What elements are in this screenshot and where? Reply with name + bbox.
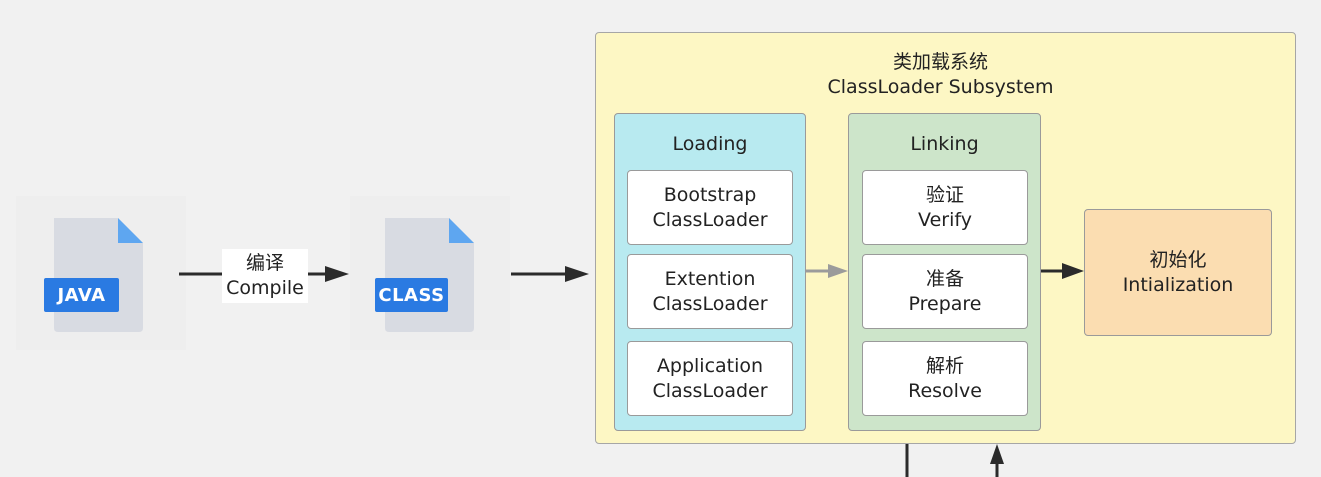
compile-label: 编译 Compile <box>222 249 308 303</box>
compile-label-en: Compile <box>226 277 304 299</box>
compile-label-cn: 编译 <box>245 252 284 274</box>
resolve-en: Resolve <box>908 379 982 402</box>
resolve-step: 解析 Resolve <box>862 341 1028 416</box>
verify-en: Verify <box>918 208 972 231</box>
subsystem-title: 类加载系统 ClassLoader Subsystem <box>595 50 1286 100</box>
verify-cn: 验证 <box>925 183 964 206</box>
java-file-badge: JAVA <box>44 278 119 312</box>
java-file-icon: JAVA <box>44 218 144 332</box>
class-file-badge: CLASS <box>375 278 448 312</box>
application-classloader: Application ClassLoader <box>627 341 793 416</box>
loading-title: Loading <box>672 133 748 155</box>
verify-step: 验证 Verify <box>862 170 1028 245</box>
subsystem-title-en: ClassLoader Subsystem <box>827 76 1054 98</box>
subsystem-title-cn: 类加载系统 <box>892 51 988 73</box>
resolve-cn: 解析 <box>925 354 964 377</box>
bootstrap-line2: ClassLoader <box>652 208 768 231</box>
bootstrap-line1: Bootstrap <box>663 183 757 206</box>
initialization-cn: 初始化 <box>1149 248 1207 271</box>
extention-classloader: Extention ClassLoader <box>627 254 793 329</box>
class-to-subsystem-arrowhead <box>565 266 589 282</box>
application-line1: Application <box>656 354 764 377</box>
application-line2: ClassLoader <box>652 379 768 402</box>
initialization-step: 初始化 Intialization <box>1084 209 1272 336</box>
prepare-step: 准备 Prepare <box>862 254 1028 329</box>
extention-line2: ClassLoader <box>652 292 768 315</box>
linking-title: Linking <box>910 133 979 155</box>
prepare-cn: 准备 <box>925 267 964 290</box>
initialization-en: Intialization <box>1122 273 1234 296</box>
bootstrap-classloader: Bootstrap ClassLoader <box>627 170 793 245</box>
class-file-icon: CLASS <box>375 218 475 332</box>
prepare-en: Prepare <box>908 292 982 315</box>
compile-arrowhead <box>325 266 349 282</box>
extention-line1: Extention <box>664 267 756 290</box>
